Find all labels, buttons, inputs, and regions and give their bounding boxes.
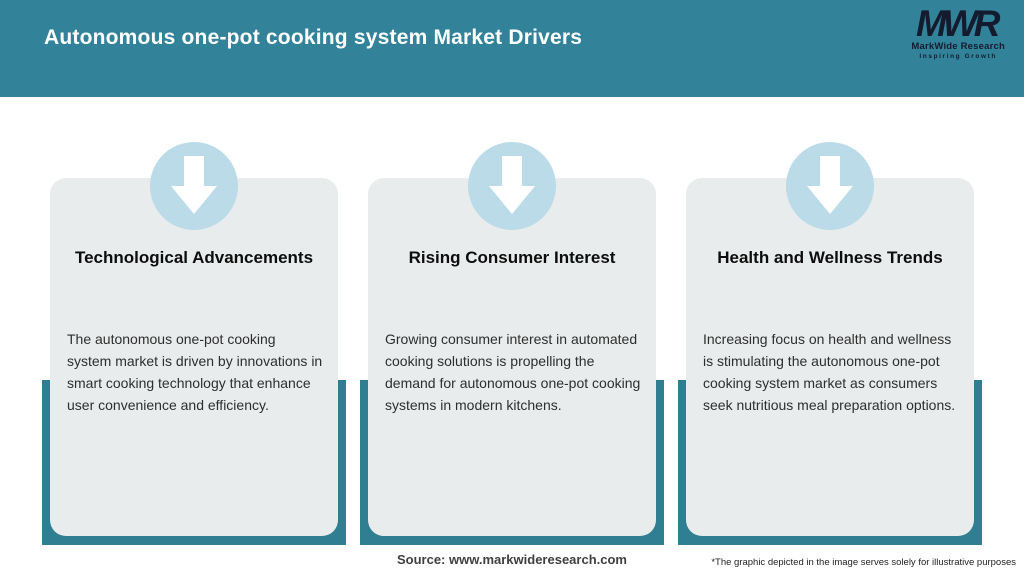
source-attribution: Source: www.markwideresearch.com [396,552,627,567]
page-title: Autonomous one-pot cooking system Market… [44,26,583,49]
driver-card-technological-advancements: Technological Advancements The autonomou… [42,142,346,545]
driver-card-rising-consumer-interest: Rising Consumer Interest Growing consume… [360,142,664,545]
driver-cards-row: Technological Advancements The autonomou… [42,142,982,545]
logo-company-name: MarkWide Research [911,41,1005,52]
card-title: Health and Wellness Trends [717,248,943,267]
card-description: Increasing focus on health and wellness … [703,331,956,413]
card-description: Growing consumer interest in automated c… [385,331,641,413]
down-arrow-icon [171,156,217,214]
disclaimer-note: *The graphic depicted in the image serve… [711,557,1016,568]
card-panel [686,178,974,536]
down-arrow-icon [807,156,853,214]
card-title: Rising Consumer Interest [408,248,616,267]
card-description: The autonomous one-pot cooking system ma… [67,331,323,413]
down-arrow-icon [489,156,535,214]
down-arrow-badge [786,142,874,230]
logo-tagline: Inspiring Growth [919,53,997,60]
driver-card-health-and-wellness-trends: Health and Wellness Trends Increasing fo… [678,142,982,545]
down-arrow-badge [150,142,238,230]
card-panel [368,178,656,536]
card-panel [50,178,338,536]
header-banner: Autonomous one-pot cooking system Market… [0,0,1024,97]
card-title: Technological Advancements [74,248,314,267]
logo-mwr-monogram: MWR [915,3,1000,44]
markwide-logo: MWR MarkWide Research Inspiring Growth [911,3,1005,60]
down-arrow-badge [468,142,556,230]
